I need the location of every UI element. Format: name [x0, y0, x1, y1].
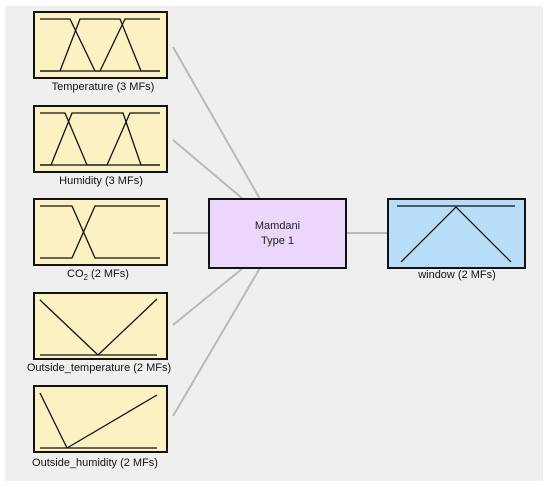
output-label-window: window (2 MFs): [418, 269, 496, 281]
co2-label-prefix: CO: [67, 268, 84, 280]
input-box-temperature[interactable]: [33, 11, 168, 79]
input-box-co2[interactable]: [33, 198, 168, 266]
input-box-humidity[interactable]: [33, 105, 168, 173]
window-mf-plot: [397, 205, 515, 263]
outside-temperature-mf-plot: [39, 298, 158, 356]
output-box-window[interactable]: [387, 198, 526, 269]
connector-humidity: [172, 139, 244, 200]
mf-low: [40, 112, 160, 166]
input-box-outside-humidity[interactable]: [33, 385, 168, 453]
mf-high: [40, 205, 160, 259]
co2-label-suffix: (2 MFs): [88, 268, 129, 280]
engine-type-label: Mamdani: [254, 220, 301, 232]
humidity-mf-plot: [40, 112, 160, 166]
input-box-outside-temperature[interactable]: [33, 292, 168, 360]
mf-low: [39, 299, 99, 356]
mf-medium: [40, 18, 160, 72]
mf-triangle: [400, 206, 512, 263]
mf-high: [40, 18, 160, 72]
temperature-mf-plot: [40, 18, 160, 72]
input-label-temperature: Temperature (3 MFs): [51, 81, 155, 93]
connector-outside-temperature: [172, 267, 244, 326]
input-label-outside-temperature: Outside_temperature (2 MFs): [26, 362, 172, 374]
mf-medium: [40, 112, 160, 166]
connector-temperature: [172, 46, 261, 200]
fis-engine-box[interactable]: Mamdani Type 1: [208, 198, 347, 269]
mf-low: [40, 18, 160, 72]
engine-subtype-label: Type 1: [260, 235, 295, 247]
mf-high: [40, 112, 160, 166]
co2-label-subscript: 2: [83, 273, 88, 283]
mf-low: [40, 205, 160, 259]
connector-outside-humidity: [172, 267, 261, 417]
input-label-outside-humidity: Outside_humidity (2 MFs): [32, 457, 158, 469]
mf-high: [97, 298, 158, 356]
mf-low: [39, 392, 68, 449]
outside-humidity-mf-plot: [39, 392, 158, 449]
input-label-humidity: Humidity (3 MFs): [59, 175, 143, 187]
input-label-co2: CO2 (2 MFs): [67, 268, 129, 282]
mf-high: [66, 394, 158, 449]
co2-mf-plot: [40, 205, 160, 259]
